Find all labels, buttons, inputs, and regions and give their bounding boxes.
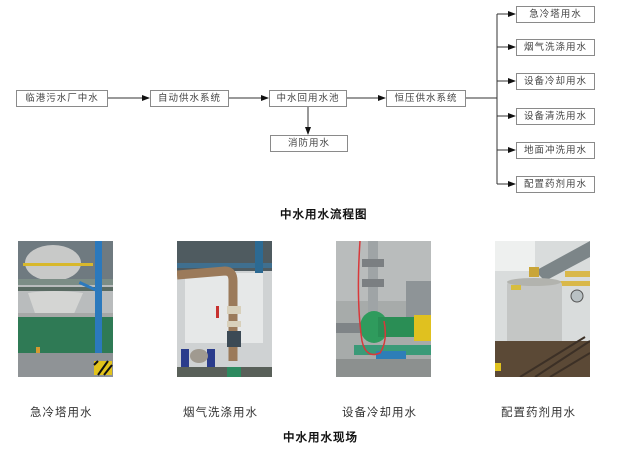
- node-branch: 设备清洗用水: [516, 108, 595, 125]
- photo-label: 烟气洗涤用水: [183, 405, 258, 419]
- node-branch: 设备冷却用水: [516, 73, 595, 90]
- photo-label: 急冷塔用水: [30, 405, 93, 419]
- node-auto-supply: 自动供水系统: [150, 90, 229, 107]
- node-branch: 配置药剂用水: [516, 176, 595, 193]
- node-fire-water: 消防用水: [270, 135, 348, 152]
- node-branch: 地面冲洗用水: [516, 142, 595, 159]
- photo-flue-gas-scrubbing: [177, 241, 272, 377]
- node-reclaimed-pool: 中水回用水池: [269, 90, 347, 107]
- photo-quench-tower: [18, 241, 113, 377]
- photo-cooling-pump: [336, 241, 431, 377]
- photos-caption: 中水用水现场: [283, 430, 358, 444]
- node-source: 临港污水厂中水: [16, 90, 108, 107]
- node-branch: 急冷塔用水: [516, 6, 595, 23]
- node-constant-pressure: 恒压供水系统: [386, 90, 466, 107]
- flowchart-caption: 中水用水流程图: [280, 207, 368, 221]
- node-branch: 烟气洗涤用水: [516, 39, 595, 56]
- photo-chemical-dosing-tank: [495, 241, 590, 377]
- photo-label: 配置药剂用水: [501, 405, 576, 419]
- photo-label: 设备冷却用水: [342, 405, 417, 419]
